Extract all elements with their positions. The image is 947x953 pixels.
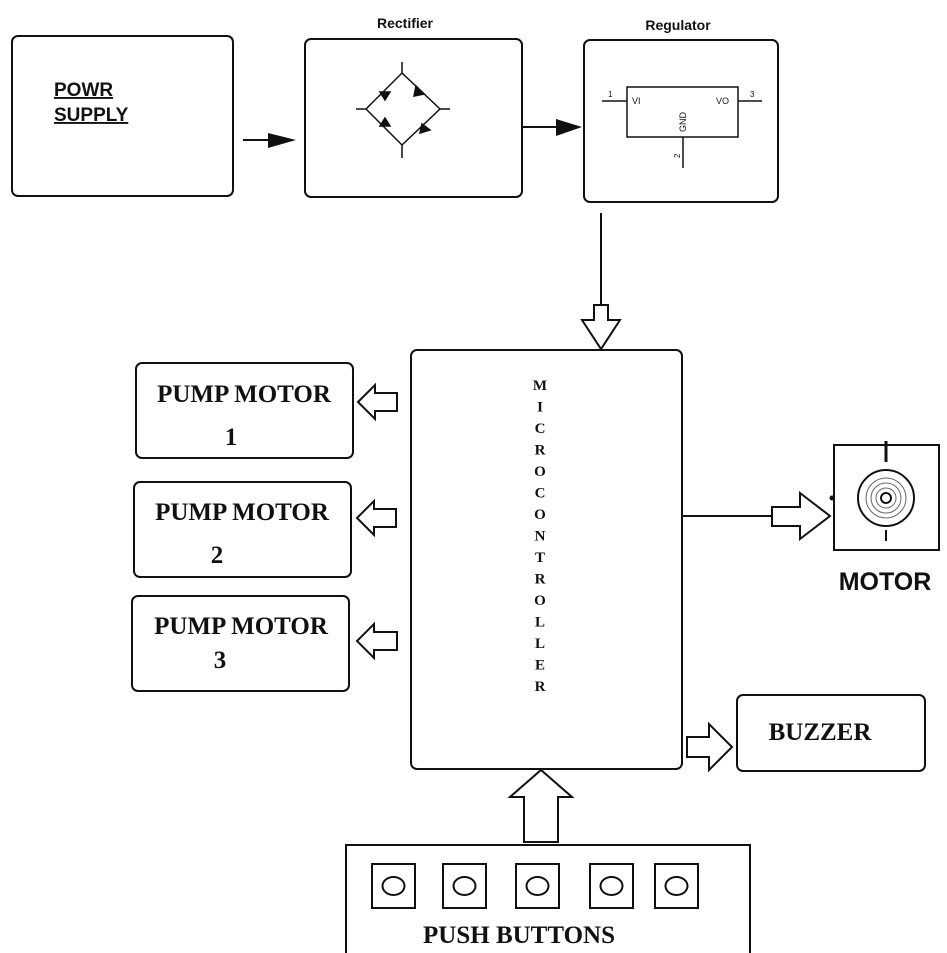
regulator-title: Regulator: [645, 17, 711, 33]
pump-motor-3-block: PUMP MOTOR 3: [131, 595, 350, 692]
microcontroller-letter: I: [537, 400, 543, 416]
push-button-icon[interactable]: [654, 863, 699, 909]
microcontroller-letter: L: [535, 615, 545, 631]
microcontroller-letter: M: [533, 378, 547, 394]
pump-motor-3-number: 3: [214, 647, 227, 674]
pump-motor-2-block: PUMP MOTOR 2: [133, 481, 352, 578]
dc-motor-icon: [829, 441, 915, 541]
voltage-regulator-icon: VI VO GND 1 2 3: [602, 86, 762, 168]
microcontroller-letter: O: [534, 464, 546, 480]
buzzer-label: BUZZER: [769, 719, 873, 746]
regulator-pin-2: 2: [673, 153, 682, 158]
bridge-rectifier-icon: [356, 62, 450, 158]
arrow-mcu-to-pump-motor-2: [355, 498, 397, 538]
regulator-pin-gnd: GND: [678, 112, 688, 133]
microcontroller-letter: O: [534, 507, 546, 523]
microcontroller-letter: R: [535, 443, 546, 459]
microcontroller-letter: C: [535, 421, 546, 437]
arrow-mcu-to-buzzer: [686, 721, 734, 773]
arrow-mcu-to-pump-motor-3: [355, 621, 398, 661]
microcontroller-letter: E: [535, 658, 545, 674]
arrow-rectifier-to-regulator: [522, 119, 582, 136]
regulator-block: Regulator VI VO GND 1 2 3: [583, 17, 779, 203]
motor-block: MOTOR: [682, 441, 940, 596]
pump-motor-1-label: PUMP MOTOR: [157, 381, 332, 408]
microcontroller-letter: R: [535, 572, 546, 588]
power-supply-label-line1: POWR: [54, 80, 113, 101]
regulator-pin-vi: VI: [632, 96, 641, 106]
regulator-pin-3: 3: [750, 90, 755, 99]
push-buttons-label: PUSH BUTTONS: [423, 922, 615, 949]
microcontroller-letter: N: [535, 529, 546, 545]
regulator-pin-vo: VO: [716, 96, 729, 106]
power-supply-label-line2: SUPPLY: [54, 105, 129, 126]
arrow-supply-to-rectifier: [243, 133, 296, 148]
buzzer-block: BUZZER: [686, 694, 926, 773]
microcontroller-letter: L: [535, 636, 545, 652]
push-button-icon[interactable]: [589, 863, 634, 909]
microcontroller-letter: T: [535, 550, 545, 566]
rectifier-block: Rectifier: [304, 15, 523, 198]
push-button-icon[interactable]: [515, 863, 560, 909]
microcontroller-letter: C: [535, 486, 546, 502]
arrow-mcu-to-pump-motor-1: [356, 382, 398, 422]
microcontroller-letter: O: [534, 593, 546, 609]
arrow-mcu-to-motor: [771, 490, 832, 542]
push-button-row: [371, 863, 699, 909]
microcontroller-letter: R: [535, 679, 546, 695]
arrow-push-buttons-to-mcu: [507, 768, 575, 843]
push-button-icon[interactable]: [371, 863, 416, 909]
pump-motor-1-number: 1: [225, 424, 238, 451]
arrow-regulator-to-microcontroller: [580, 213, 622, 351]
pump-motor-2-label: PUMP MOTOR: [155, 499, 330, 526]
push-button-icon[interactable]: [442, 863, 487, 909]
power-supply-block: POWR SUPPLY: [11, 35, 234, 197]
motor-label: MOTOR: [839, 568, 932, 596]
push-buttons-block: PUSH BUTTONS: [345, 768, 751, 953]
pump-motor-1-block: PUMP MOTOR 1: [135, 362, 354, 459]
regulator-pin-1: 1: [608, 90, 613, 99]
pump-motor-3-label: PUMP MOTOR: [154, 613, 329, 640]
pump-motor-2-number: 2: [211, 542, 224, 569]
rectifier-title: Rectifier: [377, 15, 434, 31]
